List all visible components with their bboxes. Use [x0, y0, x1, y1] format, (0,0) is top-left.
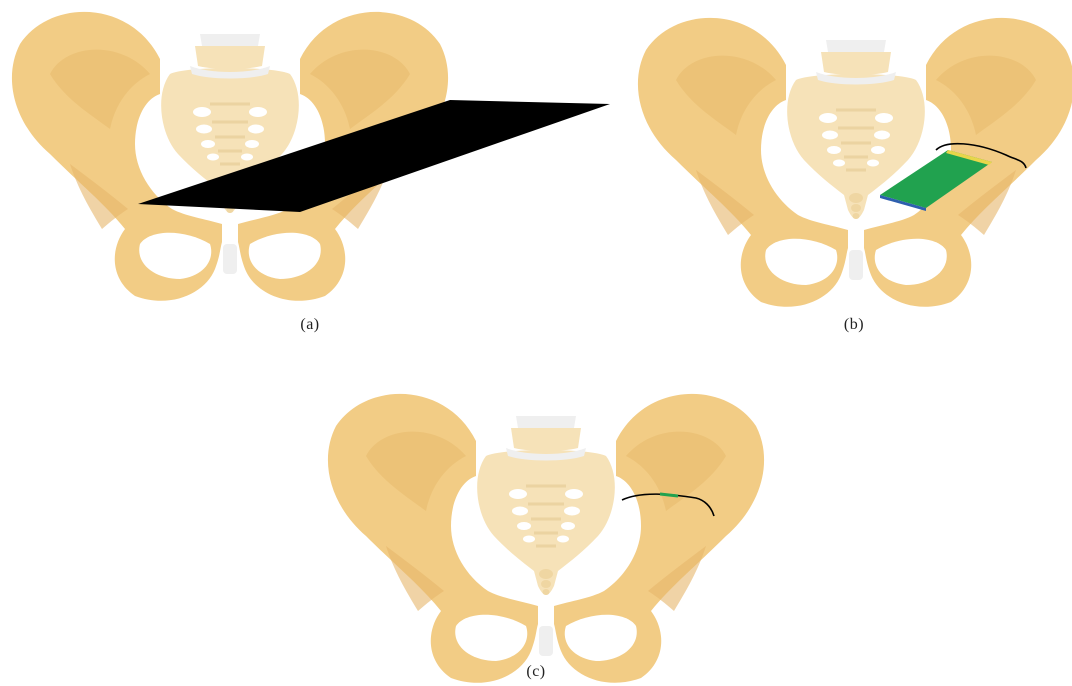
pelvis-diagram-a	[10, 4, 450, 304]
pelvis-diagram-b	[636, 10, 1072, 310]
caption-a: (a)	[280, 316, 340, 334]
caption-b: (b)	[824, 316, 884, 334]
plate-remnant	[660, 494, 678, 496]
pelvis-diagram-c	[326, 386, 766, 686]
panel-a	[10, 4, 450, 304]
panel-c	[326, 386, 766, 686]
panel-b	[636, 10, 1072, 310]
caption-c: (c)	[506, 663, 566, 681]
